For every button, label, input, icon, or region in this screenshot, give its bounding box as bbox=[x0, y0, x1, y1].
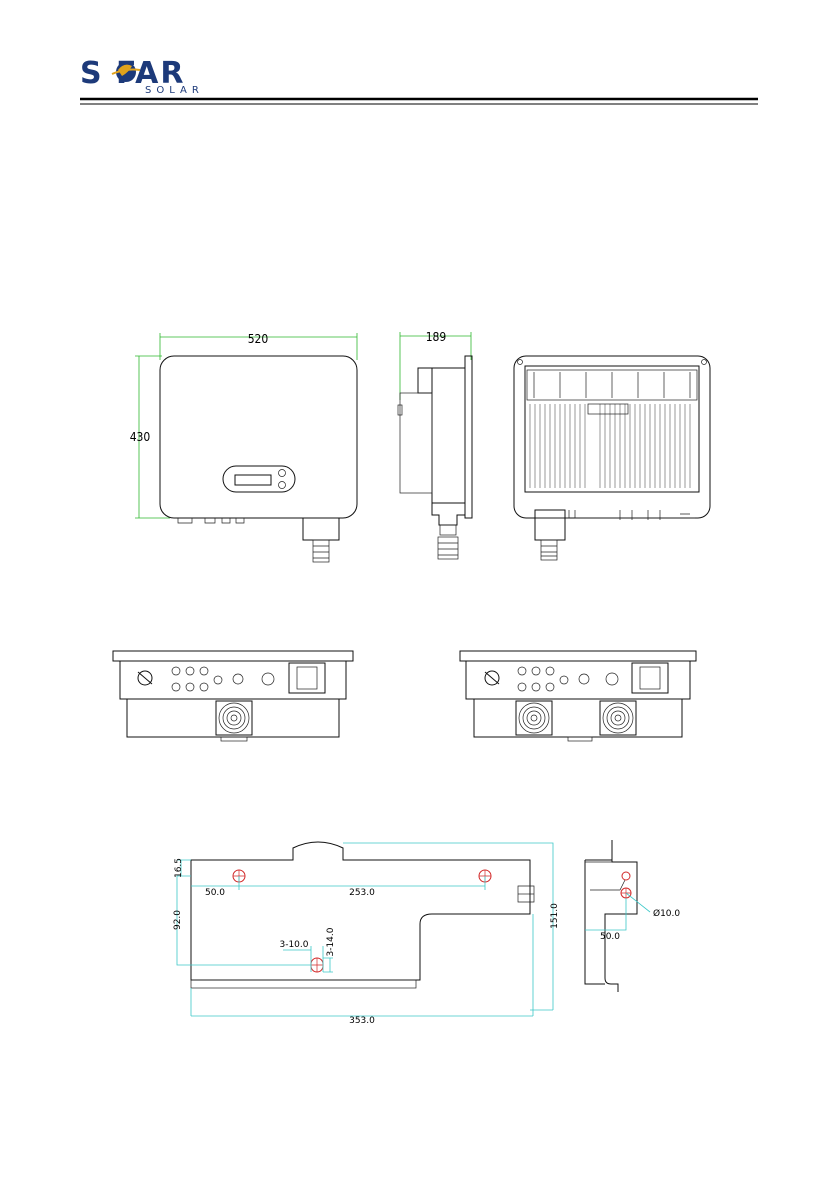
front-width-label: 520 bbox=[248, 332, 269, 346]
inverter-rear-view bbox=[514, 356, 710, 560]
logo-subtext: SOLAR bbox=[145, 85, 204, 96]
dim-hole-diameter: Ø10.0 bbox=[653, 908, 680, 919]
dim-vertical-offset: 92.0 bbox=[173, 910, 183, 930]
header-rule bbox=[80, 99, 758, 104]
mounting-bracket-front: 16.5 50.0 253.0 92.0 3-10.0 3-14.0 151.0… bbox=[173, 842, 560, 1026]
heat-sink-fins bbox=[530, 404, 690, 488]
mounting-bracket-side: Ø10.0 50.0 bbox=[585, 840, 680, 992]
dim-hole-spacing: 253.0 bbox=[349, 888, 375, 898]
sofar-logo: S FAR SOLAR bbox=[80, 56, 204, 96]
inverter-side-view: 189 bbox=[398, 330, 472, 559]
cooling-fan-icon bbox=[216, 701, 252, 735]
cooling-fan-left-icon bbox=[516, 701, 552, 735]
dim-total-height: 151.0 bbox=[550, 903, 560, 929]
side-depth-label: 189 bbox=[426, 330, 447, 344]
mounting-slot bbox=[311, 958, 323, 972]
dim-top-offset: 16.5 bbox=[174, 858, 184, 878]
front-height-label: 430 bbox=[130, 430, 151, 444]
inverter-bottom-view-2 bbox=[460, 651, 696, 741]
dim-slot-width: 3-10.0 bbox=[279, 940, 308, 950]
dim-slot-height: 3-14.0 bbox=[326, 927, 336, 956]
dim-total-width: 353.0 bbox=[349, 1016, 375, 1026]
inverter-front-view: 520 430 bbox=[130, 332, 357, 562]
cooling-fan-right-icon bbox=[600, 701, 636, 735]
dim-side-offset: 50.0 bbox=[600, 932, 620, 942]
dim-left-hole-offset: 50.0 bbox=[205, 888, 225, 898]
inverter-bottom-view-1 bbox=[113, 651, 353, 741]
